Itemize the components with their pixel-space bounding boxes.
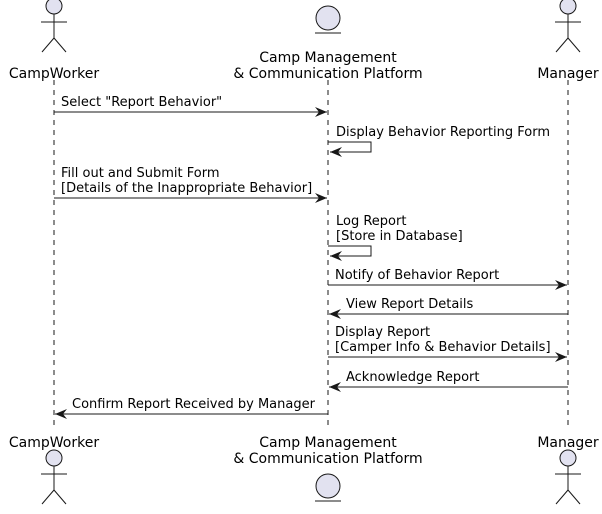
participant-label-campworker-bottom: CampWorker	[9, 435, 99, 451]
participant-label-manager-bottom: Manager	[537, 435, 599, 451]
message-label: Log Report	[336, 214, 406, 229]
self-message-arrow	[328, 141, 372, 157]
message-label: [Details of the Inappropriate Behavior]	[61, 181, 312, 196]
campworker-top-stick-figure-icon	[41, 0, 67, 53]
campworker-bottom-stick-figure-icon	[41, 449, 67, 505]
participant-label-manager-top: Manager	[537, 66, 599, 82]
lifelines	[53, 80, 569, 430]
participant-label-platform-top: Camp Management	[259, 50, 397, 66]
manager-bottom-stick-figure-icon	[555, 449, 581, 505]
message-label: [Store in Database]	[336, 229, 463, 244]
message-label: Confirm Report Received by Manager	[72, 397, 316, 412]
self-message-arrow	[328, 245, 372, 261]
message-label: Notify of Behavior Report	[335, 268, 499, 283]
message-8: Acknowledge Report	[329, 370, 568, 392]
message-9: Confirm Report Received by Manager	[55, 397, 328, 419]
participant-label-campworker-top: CampWorker	[9, 66, 99, 82]
message-label: Acknowledge Report	[346, 370, 480, 385]
message-6: View Report Details	[329, 297, 568, 319]
participant-label-platform-bottom: Camp Management	[259, 435, 397, 451]
message-5: Notify of Behavior Report	[328, 268, 567, 290]
participant-label-platform-top: & Communication Platform	[233, 66, 422, 82]
participants-bottom: CampWorker Camp Management& Communication…	[9, 435, 599, 505]
message-2: Display Behavior Reporting Form	[328, 125, 550, 157]
message-4: Log Report[Store in Database]	[328, 214, 463, 261]
participant-label-platform-bottom: & Communication Platform	[233, 451, 422, 467]
message-label: Display Report	[335, 325, 430, 340]
messages: Select "Report Behavior" Display Behavior…	[54, 95, 568, 419]
message-label: Display Behavior Reporting Form	[336, 125, 550, 140]
message-label: Select "Report Behavior"	[61, 95, 222, 110]
message-3: Fill out and Submit Form[Details of the …	[54, 166, 327, 203]
message-7: Display Report[Camper Info & Behavior De…	[328, 325, 567, 362]
message-label: Fill out and Submit Form	[61, 166, 220, 181]
platform-bottom-entity-icon	[315, 473, 341, 502]
message-1: Select "Report Behavior"	[54, 95, 327, 117]
message-label: View Report Details	[346, 297, 474, 312]
manager-top-stick-figure-icon	[555, 0, 581, 53]
platform-top-entity-icon	[315, 5, 341, 34]
participants-top: CampWorker Camp Management& Communication…	[9, 0, 599, 82]
message-label: [Camper Info & Behavior Details]	[335, 340, 551, 355]
